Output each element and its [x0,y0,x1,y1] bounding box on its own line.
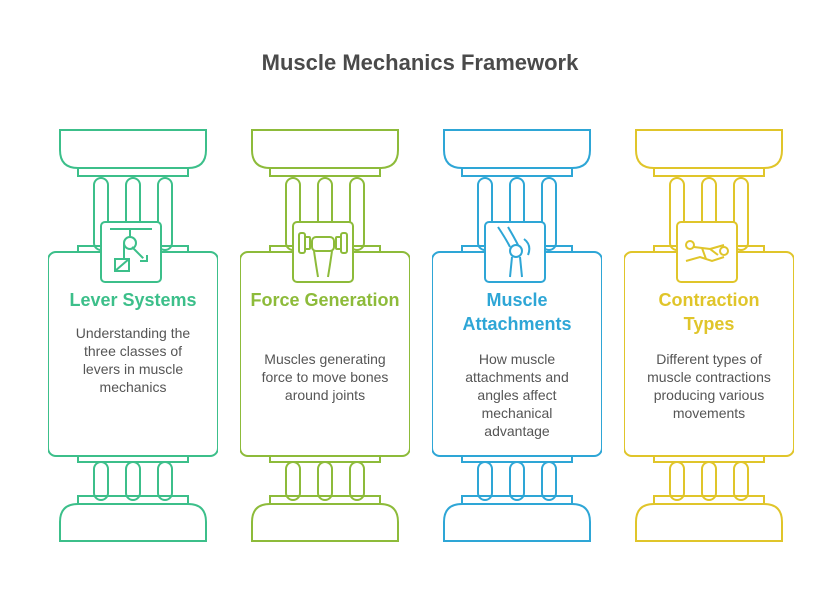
pillar-description: Understanding the three classes of lever… [75,325,191,395]
pillar-muscle-attachments: Muscle Attachments How muscle attachment… [432,128,602,543]
knee-joint-icon [484,221,546,283]
pillar-description: Muscles generating force to move bones a… [261,351,389,403]
exercise-figure-icon [676,221,738,283]
pillar-contraction-types: Contraction Types Different types of mus… [624,128,794,543]
pillar-heading: Muscle Attachments [462,290,572,334]
pulley-lever-icon [100,221,162,283]
pillar-lever-systems: Lever Systems Understanding the three cl… [48,128,218,543]
pillar-heading: Lever Systems [69,290,197,310]
pillar-shape [240,129,410,542]
pillar-description: How muscle attachments and angles affect… [465,351,569,439]
diagram-title: Muscle Mechanics Framework [261,50,579,75]
pillar-heading: Contraction Types [658,290,760,334]
dumbbell-fist-icon [292,221,354,283]
pillar-description: Different types of muscle contractions p… [647,351,771,421]
pillar-force-generation: Force Generation Muscles generating forc… [240,128,410,543]
pillar-heading: Force Generation [250,290,400,310]
